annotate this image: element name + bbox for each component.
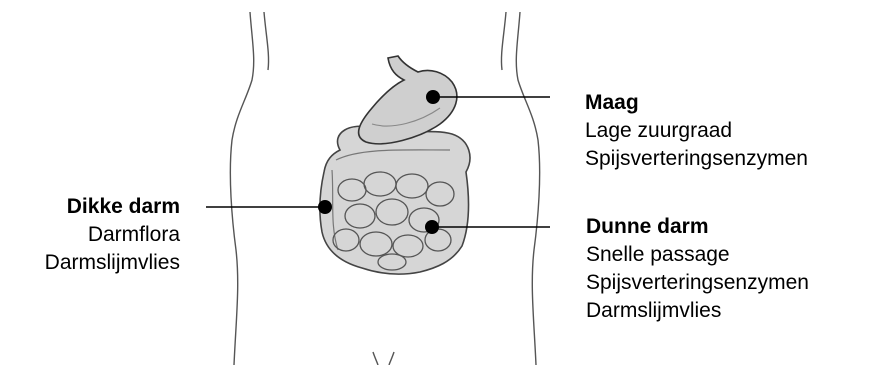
stomach-drawing	[359, 56, 457, 144]
large-intestine-label: Dikke darm Darmflora Darmslijmvlies	[45, 193, 180, 277]
stomach-line-1: Lage zuurgraad	[585, 117, 808, 145]
small-intestine-marker-dot	[425, 220, 439, 234]
small-intestine-line-3: Darmslijmvlies	[586, 297, 809, 325]
large-intestine-line-2: Darmslijmvlies	[45, 249, 180, 277]
large-intestine-title: Dikke darm	[45, 193, 180, 221]
small-intestine-line-2: Spijsverteringsenzymen	[586, 269, 809, 297]
stomach-line-2: Spijsverteringsenzymen	[585, 145, 808, 173]
stomach-title: Maag	[585, 89, 808, 117]
stomach-marker-dot	[426, 90, 440, 104]
small-intestine-title: Dunne darm	[586, 213, 809, 241]
stomach-label: Maag Lage zuurgraad Spijsverteringsenzym…	[585, 89, 808, 173]
large-intestine-marker-dot	[318, 200, 332, 214]
large-intestine-line-1: Darmflora	[45, 221, 180, 249]
small-intestine-label: Dunne darm Snelle passage Spijsvertering…	[586, 213, 809, 325]
small-intestine-line-1: Snelle passage	[586, 241, 809, 269]
